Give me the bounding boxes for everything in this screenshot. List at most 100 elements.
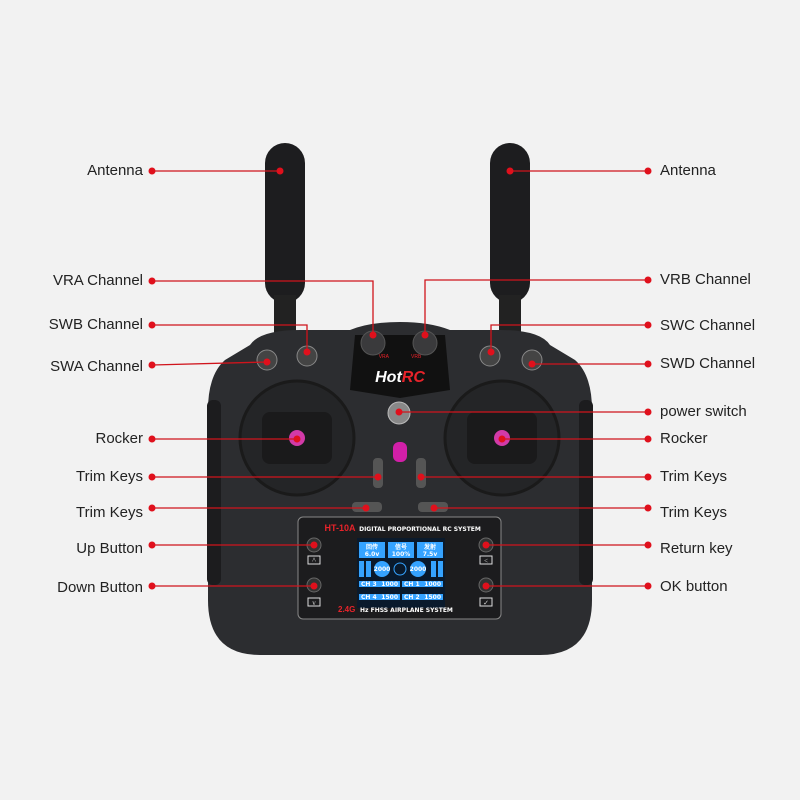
callout-dot — [644, 504, 652, 512]
model-label: HT-10A — [324, 523, 356, 533]
callout-left: SWB Channel — [49, 316, 311, 356]
anchor-dot — [421, 331, 429, 339]
leader-line — [152, 324, 308, 352]
callout-dot — [148, 504, 156, 512]
callout-right: SWC Channel — [487, 317, 755, 356]
anchor-dot — [482, 582, 490, 590]
channel-bar — [359, 581, 400, 587]
channel-name: CH 2 — [404, 594, 420, 601]
callout-dot — [644, 360, 652, 368]
anchor-dot — [362, 504, 370, 512]
anchor-dot — [369, 331, 377, 339]
right-grip — [579, 400, 593, 585]
callout-left: VRA Channel — [53, 272, 377, 339]
callout-dot — [644, 473, 652, 481]
header-label: DIGITAL PROPORTIONAL RC SYSTEM — [359, 526, 481, 533]
status-tile — [388, 542, 414, 558]
callout-label: SWA Channel — [50, 358, 143, 375]
channel-value: 1500 — [381, 594, 398, 601]
callout-label: Return key — [660, 540, 733, 557]
callout-label: Trim Keys — [660, 504, 727, 521]
callout-left: Down Button — [57, 579, 318, 596]
tile-label: 发射 — [423, 543, 436, 551]
callout-label: Trim Keys — [660, 468, 727, 485]
callout-right: SWD Channel — [528, 355, 755, 372]
leader-line — [490, 324, 648, 352]
anchor-dot — [293, 435, 301, 443]
footer-label: Hz FHSS AIRPLANE SYSTEM — [360, 607, 453, 614]
trim-left-vertical[interactable] — [373, 458, 383, 488]
callout-dot — [644, 408, 652, 416]
anchor-dot — [310, 582, 318, 590]
channel-value: 1000 — [424, 581, 441, 588]
callout-dot — [148, 167, 156, 175]
dial-right: 2000 — [410, 566, 427, 573]
anchor-dot — [528, 360, 536, 368]
callout-right: Return key — [482, 540, 733, 557]
anchor-dot — [310, 541, 318, 549]
callout-label: power switch — [660, 403, 747, 420]
callout-label: Rocker — [95, 430, 143, 447]
channel-value: 1500 — [424, 594, 441, 601]
callout-label: Trim Keys — [76, 504, 143, 521]
callout-label: SWC Channel — [660, 317, 755, 334]
antenna-left — [265, 143, 305, 335]
status-tile — [359, 542, 385, 558]
chevron-left-icon: < — [484, 557, 488, 565]
status-tile — [417, 542, 443, 558]
anchor-dot — [417, 473, 425, 481]
anchor-dot — [303, 348, 311, 356]
anchor-dot — [506, 167, 514, 175]
checkmark-icon: ✓ — [483, 599, 489, 607]
trim-right-vertical[interactable] — [416, 458, 426, 488]
callout-left: Up Button — [76, 540, 318, 557]
anchor-dot — [374, 473, 382, 481]
callout-dot — [148, 435, 156, 443]
callout-dot — [148, 582, 156, 590]
channel-name: CH 4 — [361, 594, 377, 601]
channel-bar — [402, 581, 443, 587]
callout-label: Up Button — [76, 540, 143, 557]
callout-dot — [148, 541, 156, 549]
callout-label: VRA Channel — [53, 272, 143, 289]
channel-bar — [359, 594, 400, 600]
tile-value: 6.0v — [365, 551, 380, 558]
callout-dot — [644, 541, 652, 549]
dial-left: 2000 — [374, 566, 391, 573]
band-label: 2.4G — [338, 605, 355, 614]
screen-panel: HT-10A DIGITAL PROPORTIONAL RC SYSTEM 回传… — [297, 516, 502, 620]
vrb-label: VRB — [411, 354, 422, 360]
anchor-dot — [263, 358, 271, 366]
callout-dot — [148, 277, 156, 285]
callout-left: Rocker — [95, 430, 301, 447]
callout-label: OK button — [660, 578, 728, 595]
callout-label: Rocker — [660, 430, 708, 447]
callout-right: VRB Channel — [421, 271, 751, 339]
leader-line — [152, 280, 374, 335]
channel-value: 1000 — [381, 581, 398, 588]
power-led — [393, 442, 407, 462]
callout-label: SWB Channel — [49, 316, 143, 333]
callout-left: Antenna — [87, 162, 284, 179]
leader-line — [151, 361, 268, 366]
anchor-dot — [276, 167, 284, 175]
callout-label: Trim Keys — [76, 468, 143, 485]
channel-name: CH 3 — [361, 581, 377, 588]
callout-label: VRB Channel — [660, 271, 751, 288]
channel-name: CH 1 — [404, 581, 420, 588]
anchor-dot — [430, 504, 438, 512]
callout-dot — [644, 167, 652, 175]
callout-right: Antenna — [506, 162, 717, 179]
callout-left: Trim Keys — [76, 468, 382, 485]
callout-dot — [644, 276, 652, 284]
anchor-dot — [395, 408, 403, 416]
callout-dot — [148, 361, 156, 369]
left-grip — [207, 400, 221, 585]
hotrc-logo: HotRC — [375, 369, 425, 386]
tile-value: 100% — [392, 551, 411, 558]
callout-right: power switch — [395, 403, 747, 420]
callout-label: Antenna — [87, 162, 144, 179]
callout-dot — [644, 435, 652, 443]
callout-label: Antenna — [660, 162, 717, 179]
